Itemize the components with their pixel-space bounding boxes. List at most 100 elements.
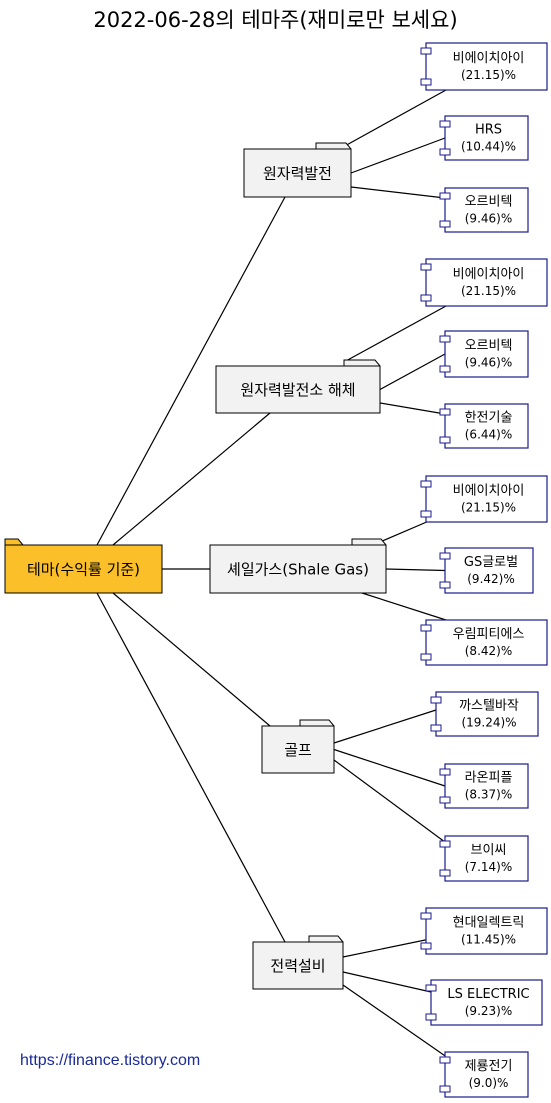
stock-node-1-1: 비에이치아이 (21.15)% xyxy=(420,42,548,91)
theme-node-2: 원자력발전소 해체 xyxy=(215,359,381,414)
theme-node-4-label: 골프 xyxy=(284,741,312,759)
stock-node-1-3-port-bottom xyxy=(439,220,451,228)
stock-node-5-1-box xyxy=(425,907,548,955)
stock-node-1-2-name: HRS xyxy=(475,123,502,138)
root-node-tab xyxy=(4,538,24,546)
stock-node-3-3-port-bottom xyxy=(420,653,432,661)
stock-node-1-1-port-top xyxy=(420,47,432,55)
footer-link[interactable]: https://finance.tistory.com xyxy=(20,1052,201,1069)
stock-node-1-1-box xyxy=(425,42,548,91)
stock-node-4-2-port-bottom xyxy=(439,796,451,804)
stock-node-1-3: 오르비텍(9.46)% xyxy=(439,187,529,233)
edge-theme-2-stock-2 xyxy=(379,353,446,391)
stock-node-3-1-port-top xyxy=(420,480,432,488)
theme-node-1: 원자력발전 xyxy=(243,142,352,198)
stock-node-4-3-name: 브이씨 xyxy=(471,843,507,858)
root-node-body xyxy=(4,544,163,594)
stock-node-4-2-port-top xyxy=(439,768,451,776)
stock-node-1-2-box xyxy=(444,115,529,161)
theme-node-3-tab xyxy=(351,538,387,546)
stock-node-3-1-port-bottom xyxy=(420,510,432,518)
stock-node-2-3: 한전기술(6.44)% xyxy=(439,403,529,449)
edge-theme-2-stock-3 xyxy=(379,402,446,415)
theme-node-5-tab xyxy=(308,935,344,943)
stock-node-3-3-port-top xyxy=(420,624,432,632)
stock-node-4-3-box xyxy=(444,835,529,882)
edge-theme-3-stock-2 xyxy=(385,568,446,572)
stock-node-4-1-pct: (19.24)% xyxy=(461,716,516,730)
root-node-label: 테마(수익률 기준) xyxy=(27,561,140,579)
edge-theme-4-stock-3 xyxy=(333,759,454,849)
stock-node-5-1-port-top xyxy=(420,912,432,920)
stock-node-5-2-name: LS ELECTRIC xyxy=(447,987,529,1002)
stock-node-4-2: 라온피플(8.37)% xyxy=(439,763,529,809)
stock-node-5-3-port-top xyxy=(439,1056,451,1064)
edge-theme-1-stock-2 xyxy=(350,137,446,174)
stock-node-1-1-name: 비에이치아이 xyxy=(453,51,525,66)
edge-root-theme-4 xyxy=(112,592,271,727)
stock-node-5-2: LS ELECTRIC (9.23)% xyxy=(425,979,543,1026)
theme-node-2-tab xyxy=(343,359,381,367)
stock-node-1-1-port-bottom xyxy=(420,78,432,86)
edge-root-theme-1 xyxy=(96,196,286,546)
stock-node-1-1-pct: (21.15)% xyxy=(461,68,516,82)
theme-node-5-body xyxy=(252,941,344,990)
stock-node-1-2-port-top xyxy=(439,120,451,128)
stock-node-1-3-port-top xyxy=(439,192,451,200)
stock-node-4-1-box xyxy=(435,691,539,737)
stock-node-2-1-pct: (21.15)% xyxy=(461,284,516,298)
theme-node-2-label: 원자력발전소 해체 xyxy=(240,381,355,399)
edge-root-theme-5 xyxy=(96,592,286,943)
edge-theme-4-stock-1 xyxy=(333,709,437,744)
stock-node-3-1-name: 비에이치아이 xyxy=(453,484,525,499)
stock-node-5-3: 제룡전기 (9.0)% xyxy=(439,1051,529,1098)
stock-node-5-2-box xyxy=(430,979,543,1026)
stock-node-1-2-port-bottom xyxy=(439,148,451,156)
stock-node-2-1: 비에이치아이(21.15)% xyxy=(420,258,548,307)
stock-node-5-2-port-top xyxy=(425,984,437,992)
edge-theme-1-stock-1 xyxy=(342,89,447,148)
nodes: 테마(수익률 기준)원자력발전비에이치아이(21.15)%HRS(10.44)%… xyxy=(4,42,548,1098)
stock-node-2-2-pct: (9.46)% xyxy=(465,356,512,370)
stock-node-2-2: 오르비텍(9.46)% xyxy=(439,330,529,378)
stock-node-4-2-box xyxy=(444,763,529,809)
stock-node-5-3-name: 제룡전기 xyxy=(465,1059,513,1074)
stock-node-4-3-pct: (7.14)% xyxy=(465,860,512,874)
theme-node-5: 전력설비 xyxy=(252,935,344,990)
root-node: 테마(수익률 기준) xyxy=(4,538,163,594)
stock-node-3-2-name: GS글로벌 xyxy=(464,555,518,570)
stock-node-2-3-box xyxy=(444,403,529,449)
stock-node-5-3-port-bottom xyxy=(439,1085,451,1093)
stock-node-5-2-pct: (9.23)% xyxy=(465,1004,512,1018)
theme-node-4-tab xyxy=(299,719,335,727)
stock-node-5-3-pct: (9.0)% xyxy=(469,1076,509,1090)
stock-node-2-3-port-bottom xyxy=(439,436,451,444)
theme-node-2-body xyxy=(215,365,381,414)
stock-node-2-1-port-top xyxy=(420,263,432,271)
stock-node-2-2-port-top xyxy=(439,335,451,343)
stock-node-2-3-name: 한전기술 xyxy=(465,411,513,426)
stock-node-3-3-name: 우림피티에스 xyxy=(453,627,525,642)
stock-node-5-3-box xyxy=(444,1051,529,1098)
stock-node-3-1: 비에이치아이 (21.15)% xyxy=(420,475,548,523)
stock-node-3-1-pct: (21.15)% xyxy=(461,501,516,515)
stock-node-4-3: 브이씨 (7.14)% xyxy=(439,835,529,882)
stock-node-2-1-box xyxy=(425,258,548,307)
theme-node-3-body xyxy=(209,544,387,594)
theme-node-5-label: 전력설비 xyxy=(270,957,325,975)
stock-node-3-3-box xyxy=(425,619,548,666)
stock-node-2-2-box xyxy=(444,330,529,378)
stock-node-4-1-port-bottom xyxy=(430,724,442,732)
theme-node-4: 골프 xyxy=(261,719,335,774)
edge-theme-1-stock-3 xyxy=(350,186,446,199)
theme-node-4-body xyxy=(261,725,335,774)
theme-node-3-label: 셰일가스(Shale Gas) xyxy=(227,561,369,579)
stock-node-2-3-port-top xyxy=(439,408,451,416)
edge-theme-5-stock-1 xyxy=(342,938,431,958)
stock-node-1-3-pct: (9.46)% xyxy=(465,212,512,226)
stock-node-3-2: GS글로벌(9.42)% xyxy=(439,547,534,594)
edge-theme-3-stock-3 xyxy=(361,592,447,621)
stock-node-4-2-name: 라온피플 xyxy=(465,771,513,786)
diagram-title: 2022-06-28의 테마주(재미로만 보세요) xyxy=(93,8,458,32)
